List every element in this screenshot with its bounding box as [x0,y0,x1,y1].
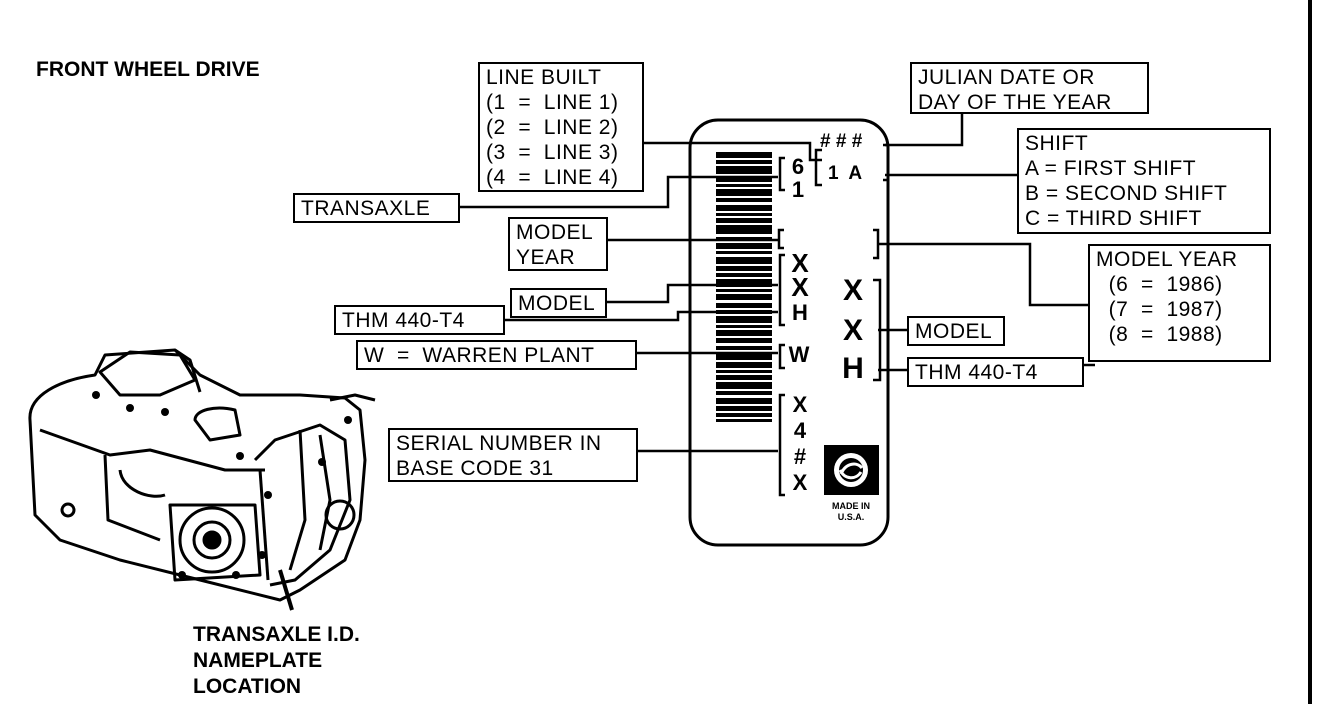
barcode-bar [716,294,772,300]
barcode-bar [716,289,772,292]
nameplate-location-label: TRANSAXLE I.D. NAMEPLATE LOCATION [193,623,360,698]
model-code-glyph: X [791,272,809,302]
model-code-glyph: X [791,248,809,278]
barcode-bar [716,279,772,287]
line-built-callout: LINE BUILT (1 = LINE 1) (2 = LINE 2) (3 … [478,62,644,192]
transaxle-illustration [28,348,376,611]
big-model-glyph: H [842,352,864,385]
model-year-right-callout: MODEL YEAR (6 = 1986) (7 = 1987) (8 = 19… [1088,244,1271,362]
leader-lines [460,112,1095,453]
barcode-bar [716,346,772,350]
barcode-bar [716,266,772,271]
barcode-bar [716,225,772,234]
model-year-left-callout: MODEL YEAR [508,217,608,271]
barcode-bar [716,419,772,422]
barcode-bar [716,406,772,411]
barcode-bar [716,303,772,308]
barcode [716,152,772,422]
barcode-bar [716,316,772,323]
julian-date-callout: JULIAN DATE OR DAY OF THE YEAR [910,62,1149,114]
shift-code: 1 A [828,163,863,184]
shift-callout: SHIFT A = FIRST SHIFT B = SECOND SHIFT C… [1017,128,1271,234]
barcode-bar [716,325,772,328]
transaxle-callout: TRANSAXLE [293,193,460,223]
julian-code: # # # [820,131,863,152]
warren-code: W [788,342,810,367]
barcode-bar [716,352,772,360]
line-digit: 1 [791,177,805,202]
barcode-bar [716,413,772,417]
big-model-glyph: X [842,314,863,347]
barcode-bar [716,382,772,389]
line-digit: 6 [791,154,805,179]
serial-code-glyph: X [792,392,808,417]
barcode-bar [716,177,772,182]
barcode-bar [716,189,772,196]
model-right-callout: MODEL [907,316,1005,346]
barcode-bar [716,243,772,249]
serial-number-callout: SERIAL NUMBER IN BASE CODE 31 [388,428,638,482]
thm-left-callout: THM 440-T4 [334,305,505,335]
barcode-bar [716,375,772,380]
barcode-bar [716,251,772,254]
serial-code-glyph: 4 [793,418,807,443]
thm-right-callout: THM 440-T4 [907,357,1084,387]
barcode-bar [716,330,772,336]
barcode-bar [716,218,772,223]
model-code-glyph: H [792,300,808,325]
barcode-bar [716,362,772,368]
serial-code-glyph: # [793,444,807,469]
barcode-bar [716,398,772,404]
barcode-bar [716,166,772,174]
barcode-bar [716,370,772,373]
diagram-title: FRONT WHEEL DRIVE [36,58,260,81]
barcode-bar [716,152,772,158]
barcode-bar [716,205,772,211]
barcode-bar [716,160,772,164]
barcode-bar [716,184,772,187]
barcode-bar [716,391,772,395]
barcode-bar [716,213,772,216]
big-model-glyph: X [842,274,863,307]
barcode-bar [716,273,772,277]
warren-plant-callout: W = WARREN PLANT [356,340,637,370]
serial-code-glyph: X [792,470,808,495]
model-left-callout: MODEL [510,288,607,318]
barcode-bar [716,257,772,264]
hydra-matic-logo [824,445,879,495]
barcode-bar [716,338,772,343]
made-in-usa: MADE IN U.S.A. [832,501,870,522]
barcode-bar [716,198,772,202]
